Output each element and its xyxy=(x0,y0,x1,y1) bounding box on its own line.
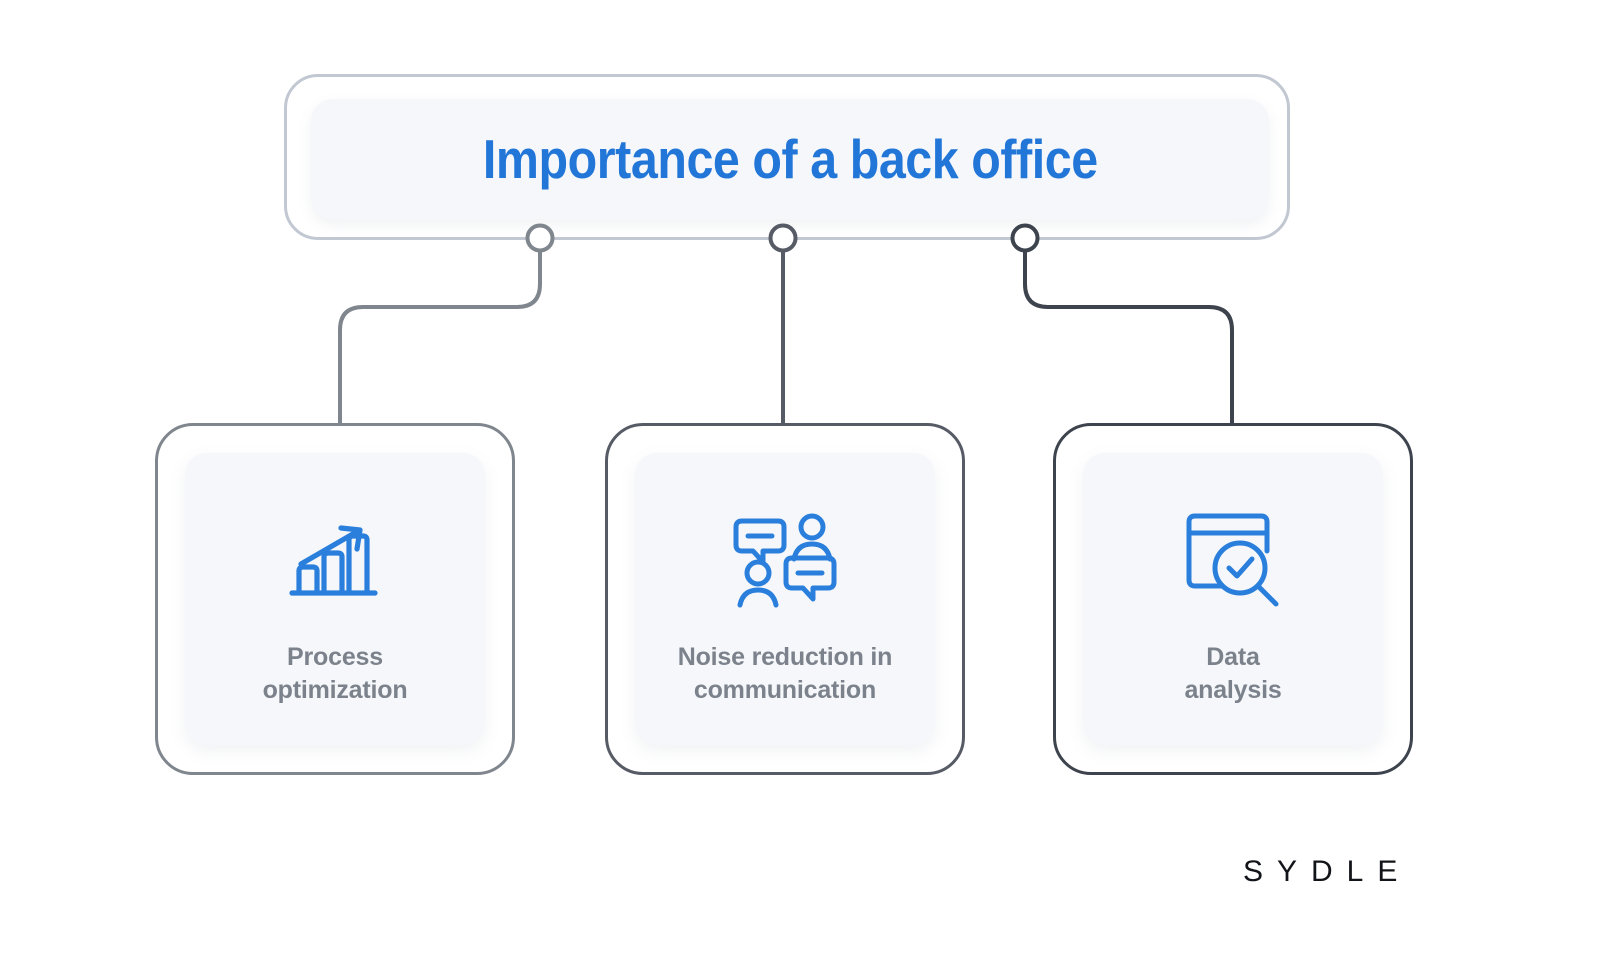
node-label-noise-reduction: Noise reduction in communication xyxy=(677,641,893,707)
header-card: Importance of a back office xyxy=(284,74,1290,240)
node-label-line-2: optimization xyxy=(262,676,408,704)
connector-2 xyxy=(768,223,798,425)
node-label-data-analysis: Data analysis xyxy=(1184,641,1281,707)
node-card-noise-reduction[interactable]: Noise reduction in communication xyxy=(605,423,965,775)
node-label-line-2: analysis xyxy=(1184,676,1282,704)
connector-2-node-dot xyxy=(768,223,798,253)
window-search-check-icon xyxy=(1177,501,1289,613)
node-label-line-1: Process xyxy=(287,643,383,671)
node-card-inner-panel: Noise reduction in communication xyxy=(635,453,935,745)
connector-3-node-dot xyxy=(1010,223,1040,253)
node-label-line-1: Data xyxy=(1206,643,1260,671)
chat-people-icon xyxy=(729,501,841,613)
node-card-data-analysis[interactable]: Data analysis xyxy=(1053,423,1413,775)
node-label-line-1: Noise reduction in xyxy=(677,643,893,671)
node-label-line-2: communication xyxy=(693,676,877,704)
node-card-inner-panel: Process optimization xyxy=(185,453,485,745)
node-card-process-optimization[interactable]: Process optimization xyxy=(155,423,515,775)
header-card-inner-panel: Importance of a back office xyxy=(311,99,1269,219)
connector-1-node-dot xyxy=(525,223,555,253)
connector-1 xyxy=(338,223,555,425)
sydle-logo: SYDLE xyxy=(1243,855,1412,888)
node-card-inner-panel: Data analysis xyxy=(1083,453,1383,745)
connector-3 xyxy=(1010,223,1234,425)
node-label-process-optimization: Process optimization xyxy=(263,641,408,707)
page-title: Importance of a back office xyxy=(482,128,1098,190)
bar-chart-growth-icon xyxy=(279,501,391,613)
